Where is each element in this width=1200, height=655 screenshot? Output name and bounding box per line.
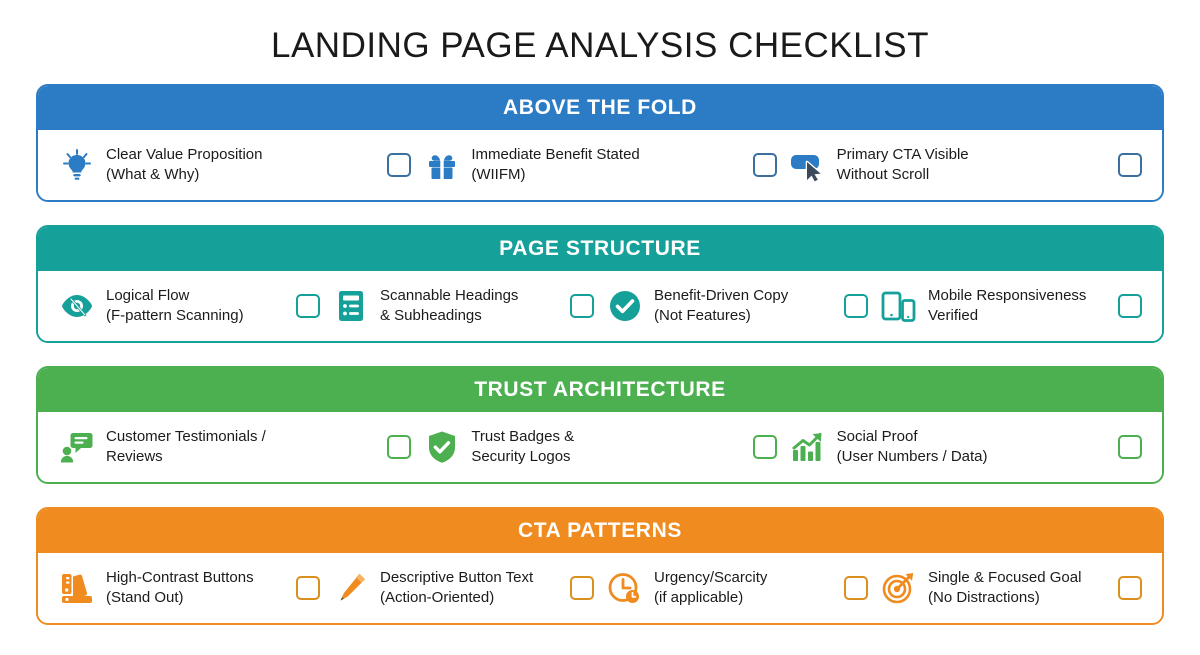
checklist-item-label: Social Proof (User Numbers / Data) [836,428,988,465]
section-header-above-the-fold: ABOVE THE FOLD [38,86,1162,130]
clock-icon [606,569,644,607]
checklist-checkbox[interactable] [296,294,320,318]
gift-icon [423,146,461,184]
checklist-item-label: Primary CTA Visible Without Scroll [836,146,969,183]
page-title: LANDING PAGE ANALYSIS CHECKLIST [270,26,929,65]
checklist-item-label: Benefit-Driven Copy (Not Features) [654,287,789,324]
checklist-item: Descriptive Button Text (Action-Oriented… [326,561,600,615]
checklist-item-label: Trust Badges & Security Logos [471,428,575,465]
checklist-item: Trust Badges & Security Logos [417,420,782,474]
checklist-item: Scannable Headings & Subheadings [326,279,600,333]
checklist-item-label: High-Contrast Buttons (Stand Out) [106,569,254,606]
growth-chart-icon [789,428,827,466]
checklist-item-label: Urgency/Scarcity (if applicable) [654,569,768,606]
checklist-item-label: Logical Flow (F-pattern Scanning) [106,287,244,324]
section-above-the-fold: ABOVE THE FOLD Clear Value Proposition (… [36,84,1164,202]
checklist-item-label: Mobile Responsiveness Verified [928,287,1087,324]
section-trust-architecture: TRUST ARCHITECTURE Customer Testimonials… [36,366,1164,484]
checklist-checkbox[interactable] [1117,435,1142,459]
section-header-trust-architecture: TRUST ARCHITECTURE [38,368,1162,412]
section-header-cta-patterns: CTA PATTERNS [38,509,1162,553]
checklist-item: Clear Value Proposition (What & Why) [52,138,417,192]
testimonial-person-icon [58,428,96,466]
checklist-item: Social Proof (User Numbers / Data) [783,420,1148,474]
shield-check-icon [423,428,461,466]
section-body-cta-patterns: High-Contrast Buttons (Stand Out) Descri… [38,553,1162,623]
checklist-checkbox[interactable] [1118,294,1142,318]
target-arrow-icon [880,569,918,607]
lightbulb-icon [58,146,96,184]
section-body-trust-architecture: Customer Testimonials / Reviews Trust Ba… [38,412,1162,482]
checklist-item: Customer Testimonials / Reviews [52,420,417,474]
checklist-item-label: Immediate Benefit Stated (WIIFM) [471,146,640,183]
mobile-devices-icon [880,287,918,325]
checklist-checkbox[interactable] [752,435,777,459]
document-list-icon [332,287,370,325]
section-header-page-structure: PAGE STRUCTURE [38,227,1162,271]
checklist-checkbox[interactable] [387,435,412,459]
checklist-item-label: Scannable Headings & Subheadings [380,287,519,324]
checklist-item-label: Descriptive Button Text (Action-Oriented… [380,569,534,606]
section-body-page-structure: Logical Flow (F-pattern Scanning) Scanna… [38,271,1162,341]
checklist-checkbox[interactable] [296,576,320,600]
section-body-above-the-fold: Clear Value Proposition (What & Why) Imm… [38,130,1162,200]
pencil-icon [332,569,370,607]
eye-scan-icon [58,287,96,325]
checklist-checkbox[interactable] [844,294,868,318]
checklist-checkbox[interactable] [570,294,594,318]
sections-container: ABOVE THE FOLD Clear Value Proposition (… [36,84,1164,625]
checklist-checkbox[interactable] [387,153,412,177]
checklist-item: Benefit-Driven Copy (Not Features) [600,279,874,333]
checklist-checkbox[interactable] [752,153,777,177]
checklist-item-label: Single & Focused Goal (No Distractions) [928,569,1082,606]
checklist-item: High-Contrast Buttons (Stand Out) [52,561,326,615]
checklist-item: Single & Focused Goal (No Distractions) [874,561,1148,615]
checklist-checkbox[interactable] [1117,153,1142,177]
section-page-structure: PAGE STRUCTURE Logical Flow (F-pattern S… [36,225,1164,343]
checklist-item: Urgency/Scarcity (if applicable) [600,561,874,615]
check-circle-icon [606,287,644,325]
checklist-item: Primary CTA Visible Without Scroll [783,138,1148,192]
checklist-item-label: Clear Value Proposition (What & Why) [106,146,263,183]
checklist-item-label: Customer Testimonials / Reviews [106,428,266,465]
checklist-checkbox[interactable] [1118,576,1142,600]
checklist-checkbox[interactable] [844,576,868,600]
checklist-item: Immediate Benefit Stated (WIIFM) [417,138,782,192]
section-cta-patterns: CTA PATTERNS High-Contrast Buttons (Stan… [36,507,1164,625]
checklist-item: Logical Flow (F-pattern Scanning) [52,279,326,333]
color-swatch-icon [58,569,96,607]
checklist-checkbox[interactable] [570,576,594,600]
checklist-item: Mobile Responsiveness Verified [874,279,1148,333]
cta-button-cursor-icon [789,146,827,184]
